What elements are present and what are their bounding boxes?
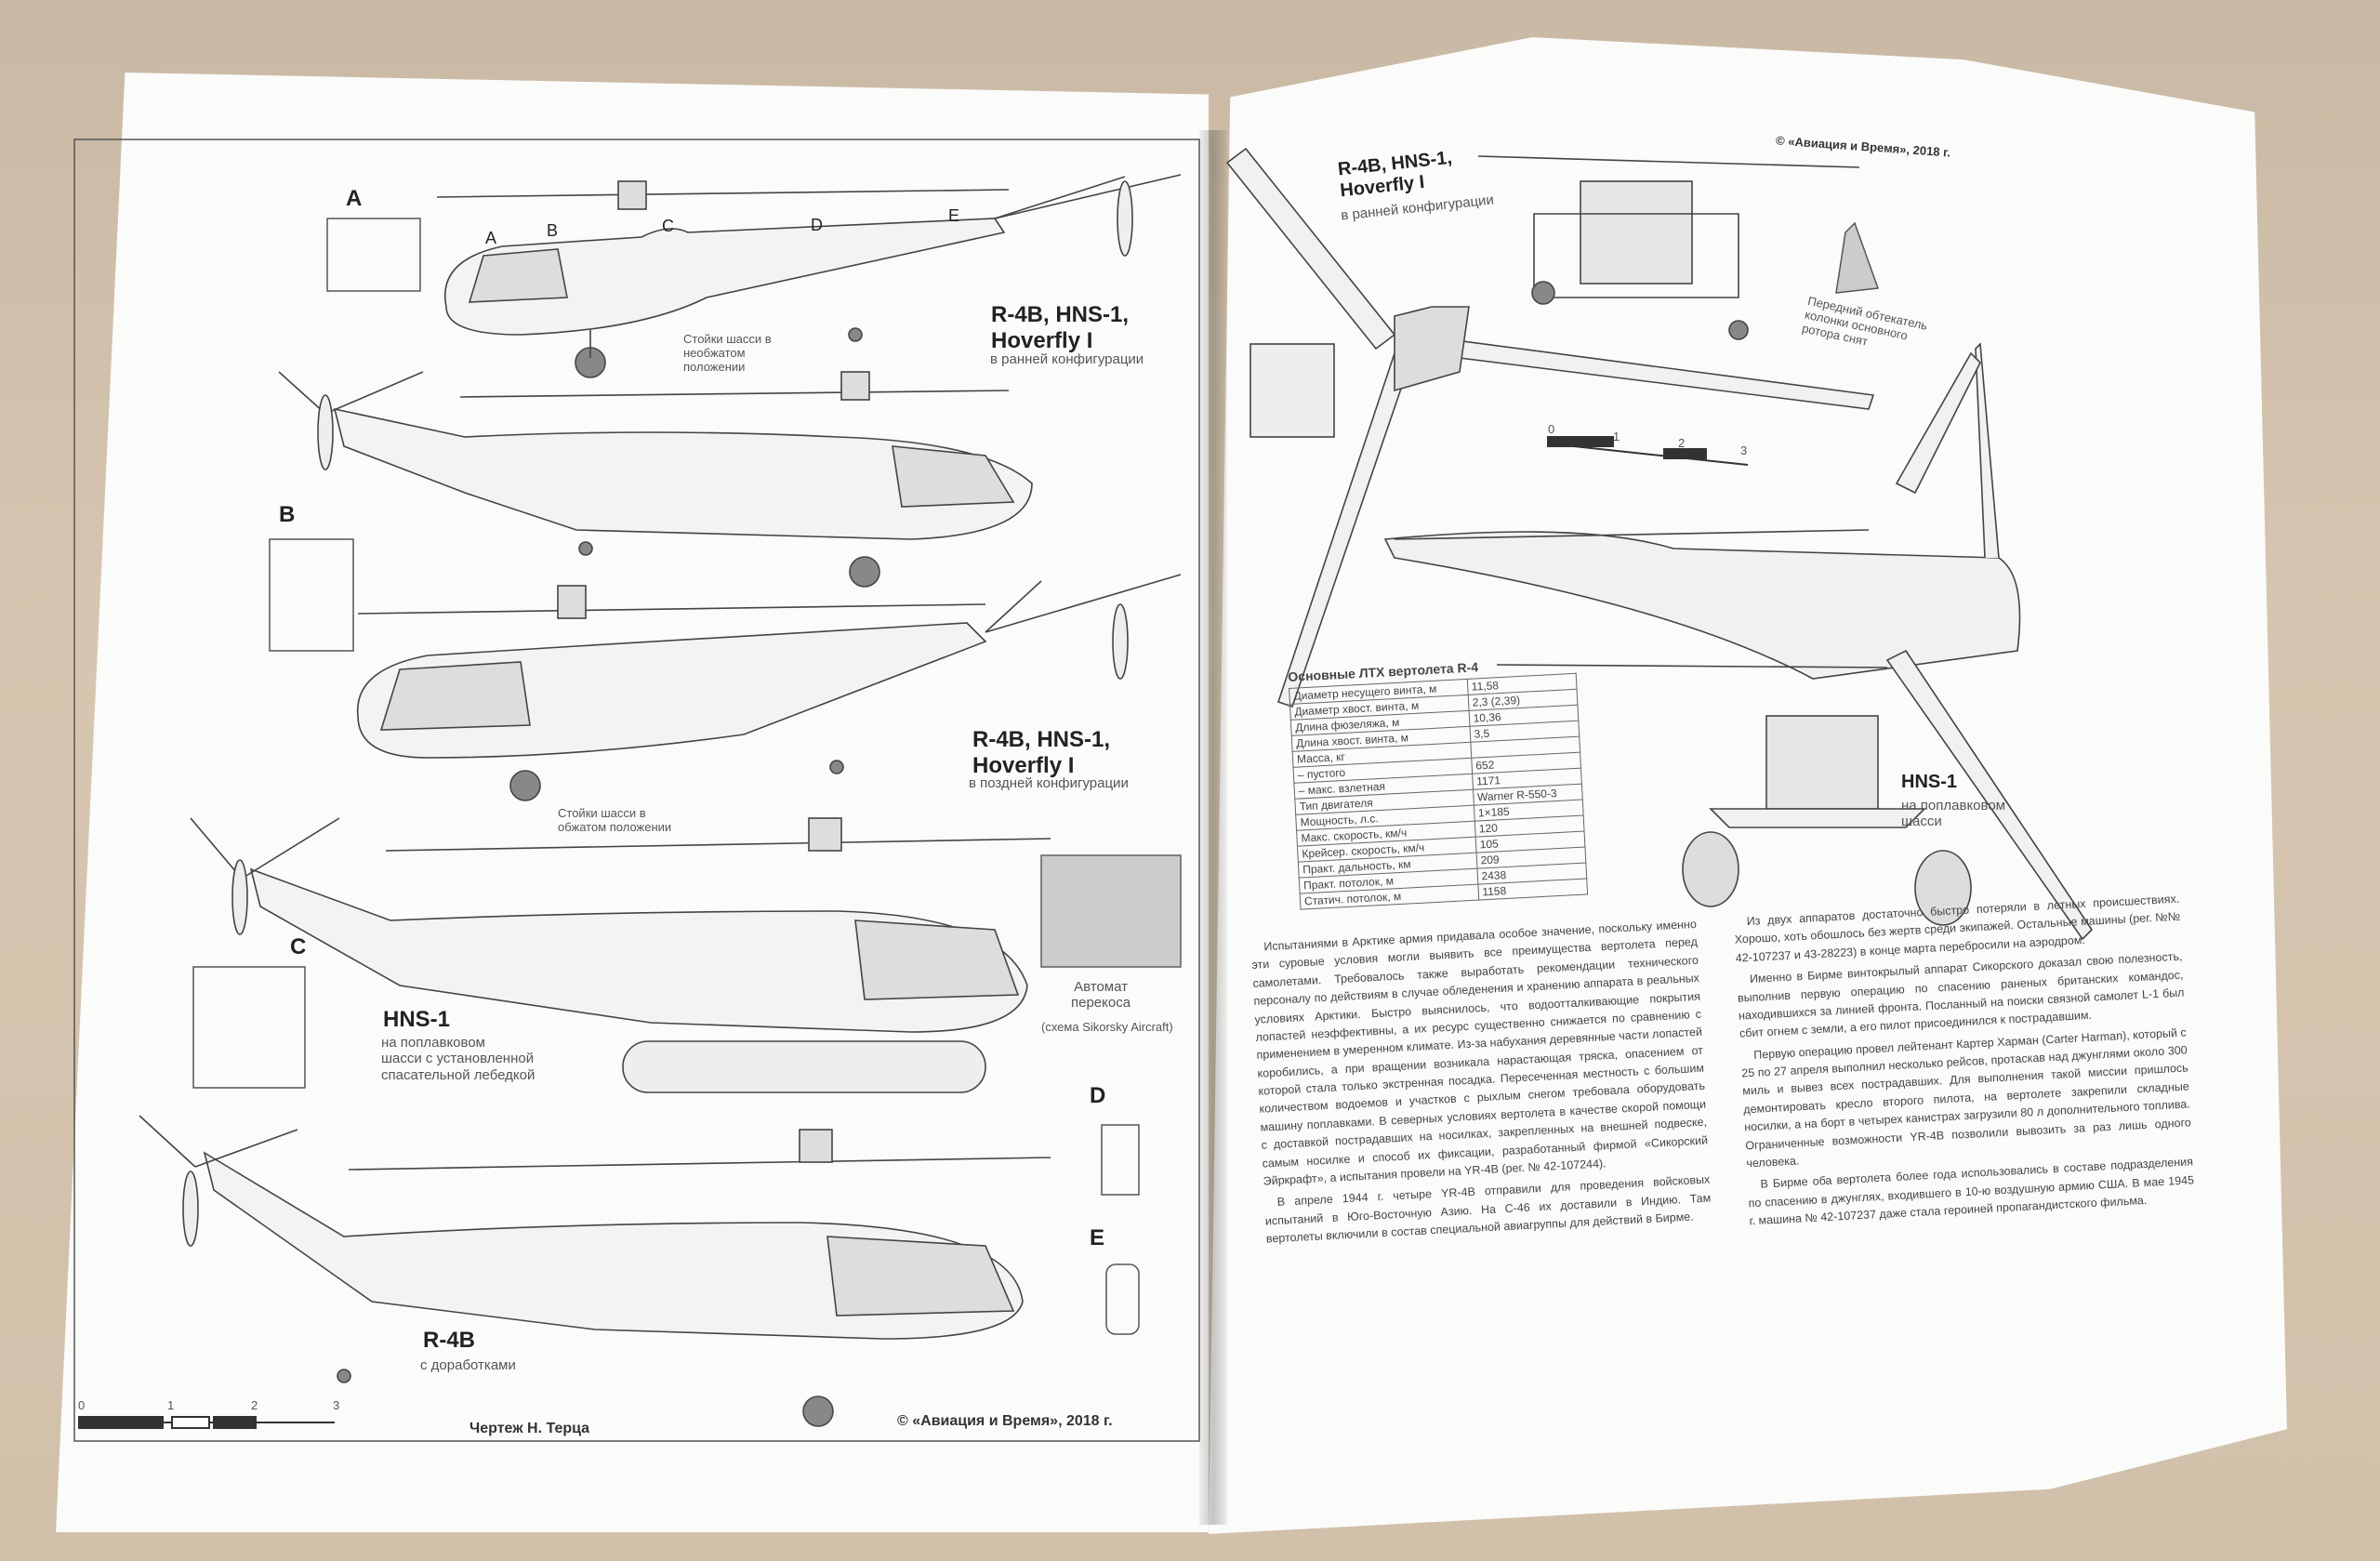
- left-page-frame: [73, 139, 1200, 1442]
- scale-tick-3: 3: [333, 1398, 340, 1412]
- drawing-1-note: Стойки шасси в необжатом положении: [683, 332, 772, 374]
- helicopter-drawing-5: [139, 1115, 1051, 1427]
- section-mark-c: C: [290, 934, 307, 959]
- article-text: Испытаниями в Арктике армия придавала ос…: [1250, 891, 2204, 1422]
- drawing-2-subtitle: в поздней конфигурации: [969, 775, 1129, 791]
- scale-bar-right: [1547, 436, 1749, 466]
- right-page: [1209, 37, 2287, 1534]
- section-mark-d: D: [1090, 1083, 1106, 1108]
- article-paragraph: Первую операцию провел лейтенант Картер …: [1740, 1025, 2192, 1171]
- binding-gutter: [1199, 130, 1227, 1525]
- station-mark-c: C: [662, 217, 674, 235]
- rotor-hub-detail: [1835, 221, 1880, 294]
- drawing-3-title: HNS-1: [383, 1007, 451, 1032]
- drawing-4-subtitle: с доработками: [420, 1357, 516, 1373]
- swashplate-credit: (схема Sikorsky Aircraft): [1041, 1020, 1173, 1034]
- scale-tick-1: 1: [167, 1398, 175, 1412]
- helicopter-topview: [1225, 147, 2094, 941]
- helicopter-drawing-2: [278, 371, 1033, 588]
- section-views: [192, 218, 1140, 1335]
- drawing-2-note: Стойки шасси в обжатом положении: [558, 806, 672, 834]
- helicopter-drawing-4: [190, 817, 1182, 1093]
- station-mark-b: B: [547, 221, 559, 240]
- right-scale-tick-0: 0: [1548, 422, 1555, 436]
- scale-bar-left: [78, 1416, 335, 1429]
- drawing-3-subtitle: на поплавковом шасси с установленной спа…: [381, 1035, 536, 1083]
- float-drawing-title: HNS-1: [1901, 772, 1958, 792]
- helicopter-drawing-1: [436, 174, 1182, 378]
- right-scale-tick-3: 3: [1740, 443, 1748, 457]
- helicopter-drawing-3: [356, 574, 1182, 801]
- left-copyright: © «Авиация и Время», 2018 г.: [897, 1413, 1113, 1429]
- helicopter-frontview: [1477, 155, 1972, 926]
- specs-table: Основные ЛТХ вертолета R-4 Диаметр несущ…: [1288, 655, 1588, 910]
- right-scale-tick-2: 2: [1678, 436, 1686, 450]
- section-mark-a: A: [346, 186, 363, 211]
- drawing-1-title: R-4B, HNS-1, Hoverfly I: [991, 302, 1130, 353]
- drawing-1-subtitle: в ранней конфигурации: [990, 351, 1144, 367]
- drawing-author: Чертеж Н. Терца: [469, 1421, 590, 1436]
- station-mark-a: A: [485, 229, 497, 247]
- section-mark-e: E: [1090, 1225, 1105, 1250]
- float-drawing-subtitle: на поплавковом шасси: [1901, 798, 2005, 830]
- right-scale-tick-1: 1: [1613, 430, 1620, 443]
- section-mark-b: B: [279, 502, 296, 527]
- scale-tick-0: 0: [78, 1398, 86, 1412]
- swashplate-caption: Автомат перекоса: [1071, 979, 1131, 1012]
- article-paragraph: Испытаниями в Арктике армия придавала ос…: [1251, 917, 1709, 1188]
- station-mark-d: D: [811, 216, 823, 234]
- drawing-2-title: R-4B, HNS-1, Hoverfly I: [972, 727, 1111, 778]
- station-mark-e: E: [948, 206, 960, 225]
- drawing-4-title: R-4B: [423, 1328, 476, 1353]
- scale-tick-2: 2: [251, 1398, 258, 1412]
